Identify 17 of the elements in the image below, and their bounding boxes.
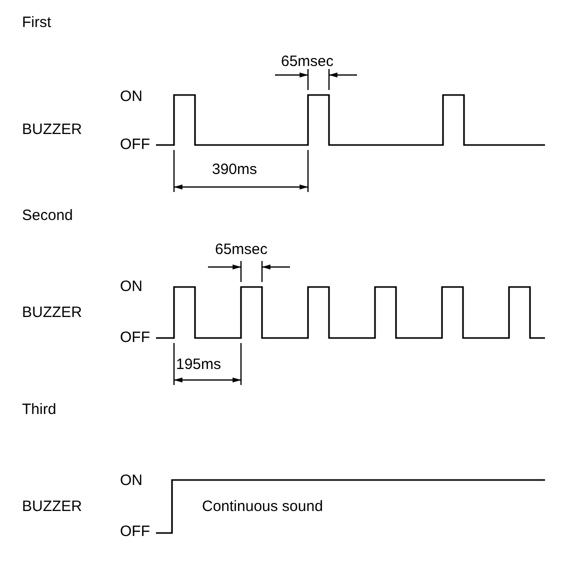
level-label: OFF bbox=[120, 523, 150, 541]
signal-label: BUZZER bbox=[22, 121, 82, 139]
duration-label: 65msec bbox=[215, 241, 268, 259]
level-label: ON bbox=[120, 472, 142, 490]
duration-label: 195ms bbox=[176, 356, 222, 374]
duration-label: 65msec bbox=[281, 53, 334, 71]
signal-label: BUZZER bbox=[22, 304, 82, 322]
level-label: OFF bbox=[120, 329, 150, 347]
section-title: Second bbox=[22, 207, 73, 225]
level-label: ON bbox=[120, 278, 142, 296]
section-title: Third bbox=[22, 401, 56, 419]
level-label: ON bbox=[120, 88, 142, 106]
section-title: First bbox=[22, 14, 52, 32]
level-label: OFF bbox=[120, 136, 150, 154]
signal-label: BUZZER bbox=[22, 498, 82, 516]
note: Continuous sound bbox=[202, 498, 323, 516]
duration-label: 390ms bbox=[212, 161, 258, 179]
